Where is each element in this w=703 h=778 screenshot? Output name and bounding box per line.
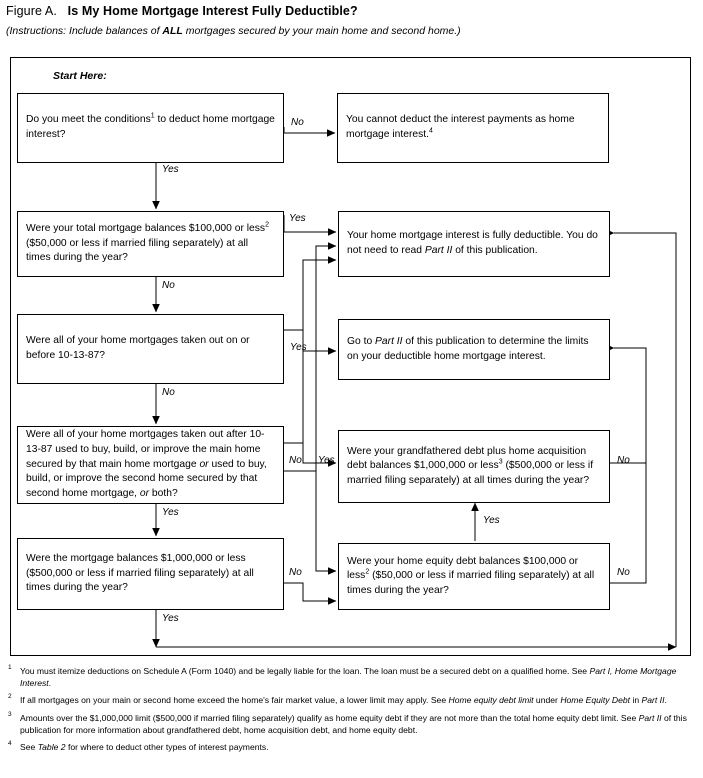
decision-box-home-equity-100k[interactable]: Were your home equity debt balances $100… bbox=[338, 543, 610, 610]
decision-box-mortgages-before-101387[interactable]: Were all of your home mortgages taken ou… bbox=[17, 314, 284, 384]
footnote-3-text-1: Amounts over the $1,000,000 limit ($500,… bbox=[20, 713, 639, 724]
q6-text: Were the mortgage balances $1,000,000 or… bbox=[26, 553, 254, 594]
footnote-2-text-1: If all mortgages on your main or second … bbox=[20, 695, 449, 706]
instructions-suffix: mortgages secured by your main home and … bbox=[182, 25, 461, 37]
footnote-2-emphasis-2: Home Equity Debt bbox=[560, 695, 631, 706]
decision-box-mortgages-after-101387-use[interactable]: Were all of your home mortgages taken ou… bbox=[17, 426, 284, 504]
footnote-4-mark: 4 bbox=[8, 740, 12, 748]
instructions-prefix: (Instructions: Include balances of bbox=[6, 25, 163, 37]
q4-text-part1: Were all of your home mortgages taken ou… bbox=[26, 429, 265, 470]
footnotes: 1 You must itemize deductions on Schedule… bbox=[6, 664, 697, 760]
edge-label-q2-yes: Yes bbox=[289, 213, 306, 224]
figure-title-text: Is My Home Mortgage Interest Fully Deduc… bbox=[67, 4, 358, 18]
q2-text-part1: Were your total mortgage balances $100,0… bbox=[26, 223, 266, 235]
q1-text-part1: Do you meet the conditions bbox=[26, 114, 151, 126]
edge-label-q4-no: No bbox=[289, 455, 302, 466]
terminal-box-go-to-part-ii[interactable]: Go to Part II of this publication to det… bbox=[338, 319, 610, 380]
q1-footnote-ref: 1 bbox=[150, 112, 155, 120]
q2-text-part2: ($50,000 or less if married filing separ… bbox=[26, 237, 249, 264]
footnote-1-mark: 1 bbox=[8, 664, 12, 671]
fully-text-part1: Your home mortgage interest is fully ded… bbox=[347, 230, 598, 256]
edge-label-q7-yes: Yes bbox=[483, 515, 500, 526]
fully-part-ii-emphasis: Part II bbox=[424, 245, 453, 256]
figure-label: Figure A. bbox=[6, 4, 57, 18]
footnote-3-text-2: of this publication for more information… bbox=[20, 713, 687, 735]
terminal-box-cannot-deduct[interactable]: You cannot deduct the interest payments … bbox=[337, 93, 609, 163]
page-title: Figure A. Is My Home Mortgage Interest F… bbox=[6, 4, 696, 18]
footnote-4: 4 See Table 2 for where to deduct other t… bbox=[6, 740, 697, 754]
footnote-1: 1 You must itemize deductions on Schedule… bbox=[6, 664, 697, 689]
q7-text-part2: ($50,000 or less if married filing separ… bbox=[347, 570, 595, 596]
no-deduct-footnote-ref: 4 bbox=[429, 127, 433, 135]
decision-box-grandfathered-plus-acquisition-1m[interactable]: Were your grandfathered debt plus home a… bbox=[338, 430, 610, 503]
footnote-3: 3 Amounts over the $1,000,000 limit ($500… bbox=[6, 711, 697, 736]
footnote-2: 2 If all mortgages on your main or second… bbox=[6, 693, 697, 707]
footnote-4-emphasis-1: Table 2 bbox=[37, 742, 66, 753]
start-here-label: Start Here: bbox=[53, 70, 107, 82]
footnote-2-text-4: . bbox=[664, 695, 667, 706]
q5-text-part1: Were your grandfathered debt plus home a… bbox=[347, 445, 587, 472]
edge-label-q4-yes-right: Yes bbox=[318, 455, 335, 466]
footnote-2-emphasis-1: Home equity debt limit bbox=[448, 695, 534, 706]
q7-text-part1: Were your home equity debt balances $100… bbox=[347, 555, 579, 582]
q7-footnote-ref: 2 bbox=[365, 568, 370, 576]
footnote-1-emphasis-1: Part I, Home Mortgage Interest bbox=[20, 666, 677, 688]
q5-text-part2: ($500,000 or less if married filing sepa… bbox=[347, 460, 594, 486]
q5-footnote-ref: 3 bbox=[498, 458, 503, 466]
terminal-box-fully-deductible[interactable]: Your home mortgage interest is fully ded… bbox=[338, 211, 610, 277]
instructions-emphasis: ALL bbox=[162, 25, 183, 37]
edge-label-q6-yes: Yes bbox=[162, 613, 179, 624]
q1-text-part2: to deduct home mortgage interest? bbox=[26, 114, 275, 140]
decision-box-meet-conditions[interactable]: Do you meet the conditions1 to deduct ho… bbox=[17, 93, 284, 163]
edge-label-q5-no: No bbox=[617, 455, 630, 466]
part2-part-ii-emphasis: Part II bbox=[375, 335, 403, 347]
q3-text: Were all of your home mortgages taken ou… bbox=[26, 335, 250, 361]
edge-label-q2-no: No bbox=[162, 280, 175, 291]
footnote-4-text-1: See bbox=[20, 742, 38, 753]
edge-label-q7-no: No bbox=[617, 567, 630, 578]
edge-label-q1-no: No bbox=[291, 117, 304, 128]
figure-instructions: (Instructions: Include balances of ALL m… bbox=[6, 25, 696, 37]
footnote-3-mark: 3 bbox=[8, 711, 12, 719]
q4-text-part2: used to buy, build, or improve the secon… bbox=[26, 458, 267, 499]
footnote-4-text-2: for where to deduct other types of inter… bbox=[65, 742, 269, 753]
decision-box-mortgage-balances-1m[interactable]: Were the mortgage balances $1,000,000 or… bbox=[17, 538, 284, 610]
no-deduct-text: You cannot deduct the interest payments … bbox=[346, 114, 575, 140]
edge-label-q6-no: No bbox=[289, 567, 302, 578]
footnote-1-text-2: . bbox=[48, 677, 52, 688]
edge-label-q3-no: No bbox=[162, 387, 175, 398]
footnote-3-emphasis-1: Part II bbox=[638, 713, 662, 724]
footnote-2-emphasis-3: Part II bbox=[641, 695, 665, 706]
footnote-2-mark: 2 bbox=[8, 693, 12, 701]
q2-footnote-ref: 2 bbox=[265, 221, 269, 229]
q4-or-emphasis-2: or bbox=[139, 487, 150, 499]
fully-text-part2: of this publication. bbox=[452, 245, 538, 256]
part2-text-part1: Go to bbox=[347, 335, 376, 347]
footnote-2-text-2: under bbox=[533, 695, 561, 706]
edge-label-q4-yes-down: Yes bbox=[162, 507, 179, 518]
q4-or-emphasis-1: or bbox=[199, 458, 209, 470]
footnote-2-text-3: in bbox=[630, 695, 642, 706]
q4-text-part3: both? bbox=[149, 487, 178, 499]
edge-label-q1-yes: Yes bbox=[162, 164, 179, 175]
part2-text-part2: of this publication to determine the lim… bbox=[347, 335, 589, 362]
edge-label-q3-yes: Yes bbox=[290, 342, 307, 353]
footnote-1-text-1: You must itemize deductions on Schedule … bbox=[20, 666, 590, 676]
decision-box-total-balances-100k[interactable]: Were your total mortgage balances $100,0… bbox=[17, 211, 284, 277]
